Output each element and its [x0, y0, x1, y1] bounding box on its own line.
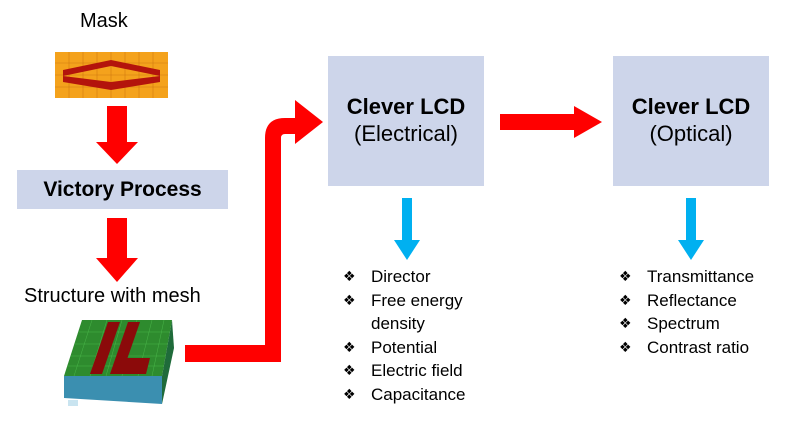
- bullet-icon: ❖: [619, 291, 632, 308]
- list-item: ❖Potential: [343, 336, 513, 360]
- bullet-icon: ❖: [343, 338, 356, 355]
- electrical-box-subtitle: (Electrical): [354, 121, 458, 147]
- bullet-icon: ❖: [343, 268, 356, 284]
- list-item: ❖Reflectance: [619, 289, 789, 313]
- electrical-output-arrow: [394, 198, 420, 260]
- optical-output-arrow: [678, 198, 704, 260]
- list-item: ❖Transmittance: [619, 265, 789, 289]
- clever-lcd-electrical-box: Clever LCD (Electrical): [328, 56, 484, 186]
- optical-box-title: Clever LCD: [631, 93, 751, 119]
- structure-mesh-image: [64, 319, 174, 406]
- optical-output-list: ❖Transmittance ❖Reflectance ❖Spectrum ❖C…: [619, 265, 789, 359]
- electrical-box-title: Clever LCD: [346, 93, 466, 119]
- list-item: ❖Capacitance: [343, 383, 513, 407]
- mask-to-process-arrow: [96, 106, 138, 164]
- mask-label: Mask: [80, 10, 128, 32]
- bullet-icon: ❖: [619, 315, 632, 331]
- structure-to-electrical-arrow: [185, 100, 323, 362]
- process-to-structure-arrow: [96, 218, 138, 282]
- bullet-icon: ❖: [343, 385, 356, 402]
- clever-lcd-optical-box: Clever LCD (Optical): [613, 56, 769, 186]
- electrical-to-optical-arrow: [500, 106, 602, 138]
- bullet-icon: ❖: [343, 362, 356, 378]
- structure-label: Structure with mesh: [24, 285, 201, 307]
- list-item: ❖Director: [343, 265, 513, 289]
- victory-process-box: Victory Process: [17, 170, 228, 209]
- bullet-icon: ❖: [343, 291, 356, 308]
- list-item: ❖Free energy density: [343, 290, 463, 334]
- optical-box-subtitle: (Optical): [649, 121, 733, 147]
- electrical-output-list: ❖Director ❖Free energy density ❖Potentia…: [343, 265, 513, 406]
- list-item: ❖Spectrum: [619, 312, 789, 336]
- bullet-icon: ❖: [619, 268, 632, 284]
- bullet-icon: ❖: [619, 338, 632, 355]
- list-item: ❖Electric field: [343, 359, 513, 383]
- list-item: ❖Contrast ratio: [619, 336, 789, 360]
- mask-image: [55, 52, 168, 98]
